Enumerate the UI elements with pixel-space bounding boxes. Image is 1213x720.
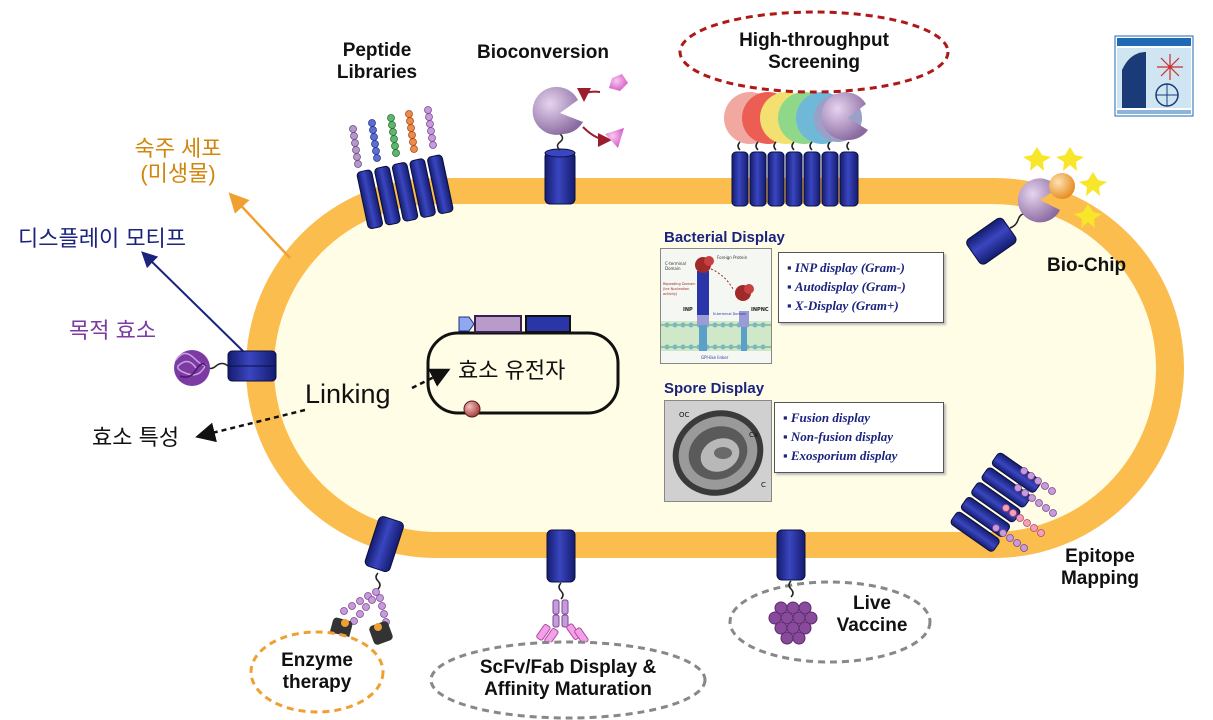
target-enzyme-anchor: [174, 350, 277, 386]
bioconversion-anchor: [532, 74, 628, 205]
live-vaccine-label: Live Vaccine: [836, 593, 908, 636]
host-cell-label: 숙주 세포 (미생물): [134, 136, 222, 187]
enzyme-tangle-icon: [174, 350, 210, 386]
grape-cluster-icon: [768, 601, 818, 645]
spore-display-note: Fusion display Non-fusion display Exospo…: [774, 402, 944, 473]
bacterial-display-note: INP display (Gram-) Autodisplay (Gram-) …: [778, 252, 944, 323]
bd-fig-label: C-terminal: [665, 261, 686, 266]
linking-label: Linking: [305, 379, 391, 409]
peptide-libraries-label: Peptide Libraries: [336, 40, 418, 83]
bd-fig-label: N-terminal Domain: [713, 312, 746, 316]
hts-ellipse: [678, 10, 950, 94]
enzyme-therapy-anchor: [329, 516, 404, 645]
bacterial-display-figure: C-terminal Domain Foreign Protein Repeat…: [660, 248, 772, 364]
scfv-label: ScFv/Fab Display & Affinity Maturation: [479, 657, 657, 700]
property-arrow: [195, 408, 306, 443]
spore-fig-label: OC: [679, 411, 690, 419]
scfv-ellipse: [429, 640, 707, 720]
peptide-libraries-anchors: [356, 154, 454, 230]
linking-arrow: [411, 368, 451, 390]
hts-anchors: [724, 92, 868, 207]
enzyme-therapy-label: Enzyme therapy: [281, 650, 353, 693]
bd-fig-label: GPI-like linker: [701, 355, 729, 360]
bd-fig-label: (Ice Nucleation: [663, 287, 689, 291]
bacterial-display-item: X-Display (Gram+): [787, 297, 935, 316]
target-enzyme-label: 목적 효소: [69, 318, 157, 343]
bd-fig-label: Foreign Protein: [717, 255, 748, 260]
epitope-anchors: [950, 452, 1057, 552]
bd-fig-label: INP: [683, 307, 693, 313]
enzyme-therapy-ellipse: [249, 630, 385, 714]
bd-fig-label: activity): [663, 292, 678, 296]
institution-logo: [1114, 35, 1194, 117]
spore-display-item: Exosporium display: [783, 447, 935, 466]
display-motif-label: 디스플레이 모티프: [18, 226, 187, 251]
spore-fig-label: Cx: [749, 431, 758, 439]
spore-fig-label: C: [761, 481, 766, 489]
star-icon: [1056, 147, 1084, 171]
star-icon: [1079, 172, 1107, 196]
host-cell-arrow: [228, 192, 291, 259]
peptide-chains: [349, 106, 437, 168]
spore-display-item: Fusion display: [783, 409, 935, 428]
bio-chip-anchor: [966, 147, 1107, 265]
spore-display-title: Spore Display: [664, 380, 765, 397]
bacterial-display-item: INP display (Gram-): [787, 259, 935, 278]
bioconversion-label: Bioconversion: [477, 42, 609, 63]
bd-fig-label: Repeating Domain: [663, 282, 695, 286]
hts-balls: [724, 92, 868, 144]
bd-fig-label: INPNC: [751, 307, 769, 313]
epitope-mapping-label: Epitope Mapping: [1060, 546, 1140, 589]
enzyme-gene-label: 효소 유전자: [458, 358, 566, 383]
bacterial-display-title: Bacterial Display: [664, 229, 785, 246]
enzyme-property-label: 효소 특성: [92, 425, 180, 450]
star-icon: [1074, 204, 1102, 228]
plasmid: [426, 315, 620, 418]
spore-micrograph: OC Cx C: [664, 400, 772, 502]
bacterial-display-item: Autodisplay (Gram-): [787, 278, 935, 297]
bacterial-display-illustration: C-terminal Domain Foreign Protein Repeat…: [661, 255, 771, 360]
spore-display-item: Non-fusion display: [783, 428, 935, 447]
display-motif-arrow: [141, 251, 248, 356]
bio-chip-label: Bio-Chip: [1047, 255, 1127, 276]
hts-label: High-throughput Screening: [739, 30, 889, 73]
star-icon: [1023, 147, 1051, 171]
live-vaccine-anchor: [728, 529, 932, 664]
spore-micrograph-illustration: OC Cx C: [665, 401, 771, 501]
scfv-anchor: [536, 529, 589, 645]
bd-fig-label: Domain: [665, 266, 681, 271]
